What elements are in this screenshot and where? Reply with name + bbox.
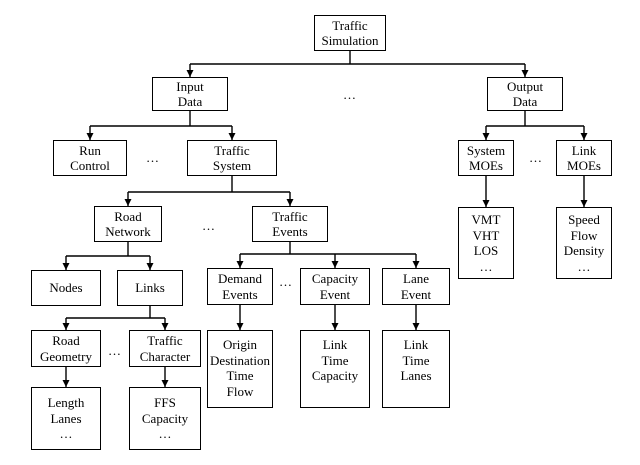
node-links: Links [117, 270, 183, 306]
node-text-line: Destination [210, 352, 270, 368]
node-text-line: Run [79, 142, 101, 158]
ellipsis-system-branches: … [202, 218, 215, 233]
node-text-line: … [479, 258, 493, 274]
node-text-line: … [158, 426, 172, 442]
node-text-line: Lanes [400, 368, 432, 383]
node-text-line: LOS [473, 243, 499, 258]
node-text-line: Control [70, 158, 110, 173]
node-text-line: Simulation [321, 33, 379, 48]
node-text-line: Demand [217, 271, 263, 286]
node-text-line: Traffic [272, 208, 308, 224]
node-text-line: … [577, 258, 591, 274]
node-text-line: Events [272, 224, 308, 239]
node-text-line: Geometry [40, 348, 92, 364]
node-text-line: Length [47, 395, 85, 411]
node-text-line: Capacity [141, 410, 189, 426]
node-text-line: Data [512, 94, 538, 109]
ellipsis-input-branches: … [146, 150, 159, 165]
node-text-line: MOEs [469, 158, 503, 173]
node-text-line: Link [403, 337, 429, 352]
ellipsis-event-types: … [279, 274, 292, 289]
node-text-line: Link [322, 337, 348, 352]
node-text-line: Nodes [49, 280, 83, 296]
node-text-line: Time [321, 352, 349, 368]
node-text-line: Link [571, 142, 597, 158]
node-text-line: FFS [154, 395, 176, 411]
node-text-line: Traffic [214, 142, 250, 158]
node-text-line: Road [114, 208, 142, 224]
node-text-line: Density [563, 243, 605, 258]
node-text-line: System [466, 142, 506, 158]
node-text-line: Traffic [332, 17, 368, 33]
node-text-line: … [59, 426, 73, 442]
node-text-line: System [212, 158, 252, 173]
node-text-line: Lane [403, 271, 429, 286]
node-text-line: Data [177, 94, 203, 109]
node-text-line: VMT [471, 212, 501, 227]
node-text-line: Capacity [311, 271, 359, 286]
ellipsis-moes: … [529, 150, 542, 165]
ellipsis-sim-branches: … [343, 87, 356, 102]
node-text-line: Character [139, 348, 191, 364]
node-text-line: Output [506, 78, 544, 94]
node-text-line: Network [105, 224, 151, 239]
node-text-line: Flow [570, 227, 598, 243]
node-text-line: Event [400, 286, 432, 302]
node-text-line: Links [135, 280, 165, 296]
ellipsis-link-attributes: … [108, 343, 121, 358]
node-text-line: Road [52, 333, 80, 348]
node-text-line: Flow [226, 383, 254, 399]
node-text-line: Origin [223, 337, 257, 352]
node-text-line: Time [402, 352, 430, 368]
node-text-line: Input [176, 78, 204, 94]
node-text-line: Event [319, 286, 351, 302]
node-text-line: Time [226, 368, 254, 383]
node-nodes: Nodes [31, 270, 101, 306]
node-text-line: Lanes [50, 410, 82, 426]
node-text-line: VHT [472, 227, 500, 243]
node-text-line: Events [222, 286, 258, 302]
node-text-line: MOEs [567, 158, 601, 173]
node-text-line: Traffic [147, 333, 183, 348]
node-text-line: Speed [568, 212, 600, 227]
node-text-line: Capacity [311, 368, 359, 383]
